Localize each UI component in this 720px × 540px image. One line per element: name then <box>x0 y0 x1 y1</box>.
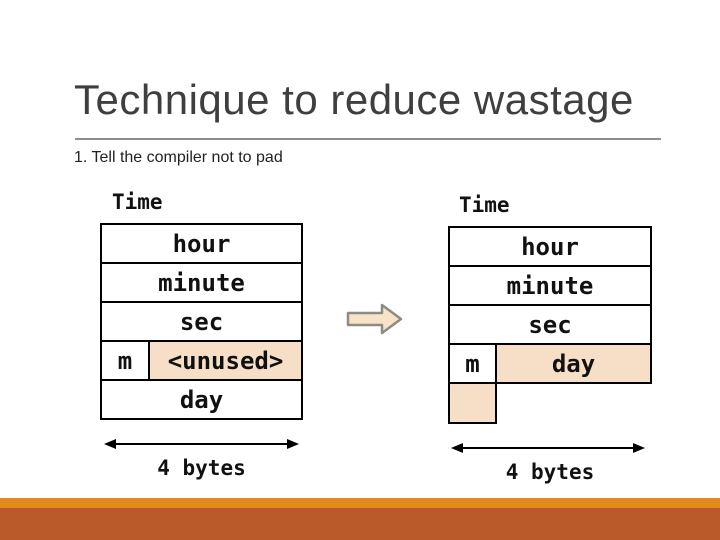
page-title: Technique to reduce wastage <box>74 76 634 123</box>
right-cell-minute: minute <box>448 265 652 306</box>
title-underline <box>75 138 661 140</box>
slide-subtitle: 1. Tell the compiler not to pad <box>74 149 283 166</box>
left-cell-day: day <box>100 379 303 420</box>
right-cell-hour: hour <box>448 226 652 267</box>
transform-arrow-icon <box>346 303 403 335</box>
right-cell-day: day <box>495 343 652 384</box>
right-size-label: 4 bytes <box>505 460 595 484</box>
right-size-arrow-icon <box>451 443 645 453</box>
right-cell-sec: sec <box>448 304 652 345</box>
footer-bar-rust <box>0 508 720 540</box>
left-cell-hour: hour <box>100 223 303 264</box>
left-size-arrow-icon <box>104 439 299 449</box>
right-cell-overflow <box>448 382 497 424</box>
left-struct-label: Time <box>112 190 163 214</box>
left-cell-m: m <box>100 340 150 381</box>
footer-bar-orange <box>0 498 720 508</box>
left-cell-minute: minute <box>100 262 303 303</box>
right-cell-m: m <box>448 343 497 384</box>
left-cell-unused: <unused> <box>148 340 303 381</box>
left-size-label: 4 bytes <box>157 456 246 480</box>
right-struct-label: Time <box>459 193 510 217</box>
left-cell-sec: sec <box>100 301 303 342</box>
